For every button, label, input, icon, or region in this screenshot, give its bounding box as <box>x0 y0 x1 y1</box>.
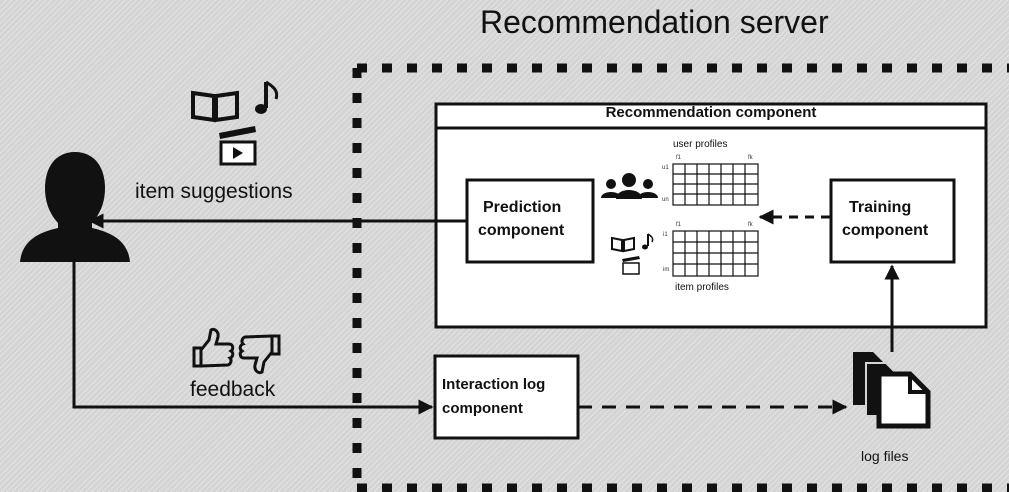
training-component-label-line2: component <box>842 222 929 239</box>
item-profile-matrix <box>672 230 759 277</box>
training-component-box <box>829 178 956 264</box>
user-matrix-row-last: un <box>662 197 669 203</box>
item-matrix-col-last: fk <box>748 222 753 228</box>
user-profile-matrix <box>672 163 759 206</box>
server-title: Recommendation server <box>480 4 829 40</box>
book-icon <box>191 90 239 123</box>
user-matrix-col-last: fk <box>748 155 753 161</box>
log-files-icon <box>853 352 931 429</box>
item-matrix-col-first: f1 <box>676 222 682 228</box>
feedback-arrow <box>72 262 434 415</box>
feedback-label: feedback <box>190 378 276 401</box>
users-group-icon <box>601 173 658 199</box>
prediction-component-label-line2: component <box>478 222 565 239</box>
user-profiles-label: user profiles <box>673 139 728 150</box>
user-matrix-row-first: u1 <box>662 165 669 171</box>
music-note-icon <box>255 80 279 114</box>
flow-arrows <box>72 209 900 415</box>
server-boundary <box>352 63 1009 492</box>
item-suggestions-label: item suggestions <box>135 180 293 203</box>
prediction-component-label-line1: Prediction <box>483 199 562 216</box>
user-matrix-col-first: f1 <box>676 155 682 161</box>
item-matrix-row-last: im <box>663 267 670 273</box>
log-files-label: log files <box>861 448 909 464</box>
training-component-label-line1: Training <box>849 199 912 216</box>
item-media-icons <box>611 233 654 275</box>
user-silhouette-icon <box>20 152 130 262</box>
film-clapper-icon <box>219 126 257 166</box>
interaction-log-component-box <box>433 354 580 440</box>
interaction-log-label-line2: component <box>442 400 523 417</box>
interaction-log-label-line1: Interaction log <box>442 376 546 393</box>
item-profiles-label: item profiles <box>675 282 729 293</box>
thumbs-down-icon <box>238 334 281 375</box>
thumbs-up-icon <box>192 327 235 368</box>
item-matrix-row-first: i1 <box>663 232 668 238</box>
prediction-component-box <box>465 178 595 264</box>
recommendation-component-title: Recommendation component <box>605 104 817 121</box>
